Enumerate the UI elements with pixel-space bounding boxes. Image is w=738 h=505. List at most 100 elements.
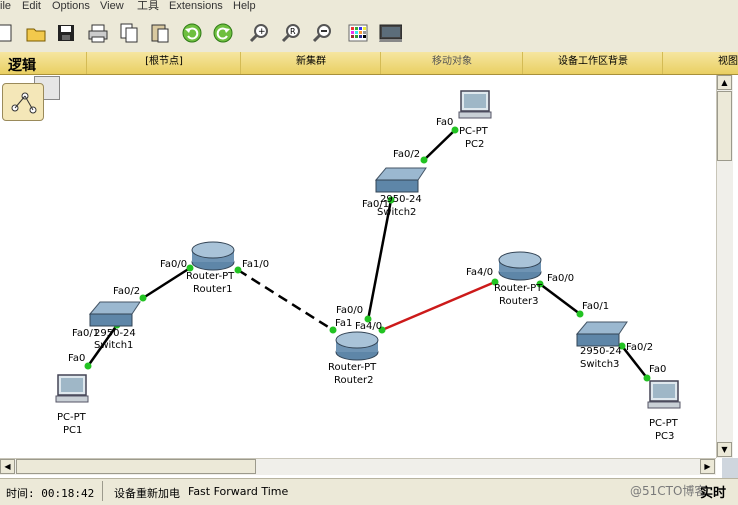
link-pc2-switch2	[423, 129, 456, 161]
link-router3-switch3	[539, 283, 581, 315]
open-icon[interactable]	[24, 21, 48, 45]
pc3-device[interactable]	[647, 380, 681, 409]
port-label: Fa0/2	[393, 149, 420, 160]
pc2-model-label: PC-PT	[459, 126, 489, 137]
port-label: Fa0/1	[582, 301, 609, 312]
router2-model-label: Router-PT	[328, 362, 377, 373]
port-dot	[420, 156, 428, 164]
scroll-left-icon[interactable]: ◀	[0, 459, 15, 474]
power-cycle-button[interactable]: 设备重新加电	[114, 487, 180, 500]
port-dot	[186, 264, 194, 272]
topology-canvas[interactable]: PC-PT PC2 2950-24 Switch2 Router-PT Rout…	[0, 75, 716, 458]
switch2-device[interactable]	[374, 167, 427, 193]
menu-view[interactable]: View	[100, 0, 124, 12]
link-switch3-pc3	[621, 345, 648, 379]
simulation-time: 时间: 00:18:42	[6, 487, 95, 500]
port-dot	[536, 280, 544, 288]
switch1-model-label: 2950-24	[94, 328, 136, 339]
menu-tools[interactable]: 工具	[137, 0, 159, 12]
port-label: Fa1	[335, 318, 352, 329]
router3-model-label: Router-PT	[494, 283, 543, 294]
horizontal-scrollbar[interactable]: ◀ ▶	[0, 458, 716, 475]
router2-name-label: Router2	[334, 375, 374, 386]
logical-tab[interactable]: 逻辑	[8, 58, 36, 74]
undo-icon[interactable]	[180, 21, 204, 45]
port-dot	[618, 342, 626, 350]
horizontal-scroll-thumb[interactable]	[16, 459, 256, 474]
router1-name-label: Router1	[193, 284, 233, 295]
switch3-model-label: 2950-24	[580, 346, 622, 357]
pc1-name-label: PC1	[63, 425, 82, 436]
menu-help[interactable]: Help	[233, 0, 256, 12]
palette-icon[interactable]	[346, 21, 370, 45]
new-cluster-button[interactable]: 新集群	[240, 52, 381, 74]
new-icon[interactable]	[0, 21, 16, 45]
port-dot	[451, 126, 459, 134]
port-dot	[378, 326, 386, 334]
root-node-button[interactable]: [根节点]	[86, 52, 241, 74]
cluster-navigation-icon[interactable]	[2, 83, 44, 121]
menu-file[interactable]: ile	[0, 0, 12, 12]
port-dot	[491, 278, 499, 286]
port-label: Fa0/2	[113, 286, 140, 297]
zoom-reset-icon[interactable]: R	[279, 21, 303, 45]
switch1-device[interactable]	[88, 301, 141, 327]
logical-workspace[interactable]: PC-PT PC2 2950-24 Switch2 Router-PT Rout…	[0, 75, 716, 458]
scroll-down-icon[interactable]: ▼	[717, 442, 732, 457]
switch2-model-label: 2950-24	[380, 194, 422, 205]
port-label: Fa0/1	[362, 199, 389, 210]
pc1-device[interactable]	[55, 374, 89, 403]
port-status-dots	[84, 126, 651, 382]
menu-bar: ile Edit Options View 工具 Extensions Help	[0, 0, 738, 14]
paste-icon[interactable]	[148, 21, 172, 45]
port-dot	[364, 315, 372, 323]
redo-icon[interactable]	[211, 21, 235, 45]
port-label: Fa0	[68, 353, 85, 364]
realtime-mode-label[interactable]: 实时	[700, 486, 727, 501]
logical-workspace-header: 逻辑 [根节点] 新集群 移动对象 设备工作区背景 视图	[0, 52, 738, 75]
vertical-scrollbar[interactable]: ▲ ▼	[716, 75, 733, 458]
save-icon[interactable]	[54, 21, 78, 45]
router1-device[interactable]	[191, 241, 235, 271]
link-switch2-router2	[366, 199, 393, 321]
pc2-name-label: PC2	[465, 139, 484, 150]
zoom-in-icon[interactable]: +	[247, 21, 271, 45]
menu-extensions[interactable]: Extensions	[169, 0, 223, 12]
port-label: Fa0	[436, 117, 453, 128]
pc2-device[interactable]	[458, 90, 492, 119]
link-router1-router2	[237, 268, 334, 332]
port-label: Fa0	[649, 364, 666, 375]
vertical-scroll-thumb[interactable]	[717, 91, 732, 161]
zoom-out-icon[interactable]	[310, 21, 334, 45]
status-bar: 时间: 00:18:42 设备重新加电 Fast Forward Time	[0, 478, 738, 505]
switch3-device[interactable]	[575, 321, 628, 347]
viewport-button[interactable]: 视图	[662, 52, 738, 74]
scroll-up-icon[interactable]: ▲	[717, 75, 732, 90]
router2-device[interactable]	[335, 331, 379, 361]
switch2-name-label: Switch2	[377, 207, 416, 218]
router1-model-label: Router-PT	[186, 271, 235, 282]
menu-options[interactable]: Options	[52, 0, 90, 12]
watermark-text: @51CTO博客	[630, 484, 707, 498]
port-dot	[387, 196, 395, 204]
svg-text:R: R	[290, 27, 296, 36]
print-icon[interactable]	[86, 21, 110, 45]
device-dialog-icon[interactable]	[378, 21, 402, 45]
port-label: Fa1/0	[242, 259, 269, 270]
link-router1-switch1	[142, 266, 191, 300]
move-object-button[interactable]: 移动对象	[380, 52, 523, 74]
menu-edit[interactable]: Edit	[22, 0, 41, 12]
svg-text:+: +	[258, 27, 266, 37]
copy-icon[interactable]	[117, 21, 141, 45]
port-dot	[643, 374, 651, 382]
set-background-button[interactable]: 设备工作区背景	[522, 52, 663, 74]
link-router2-router3	[381, 280, 496, 332]
port-dot	[234, 266, 242, 274]
scroll-right-icon[interactable]: ▶	[700, 459, 715, 474]
port-dot	[139, 294, 147, 302]
realtime-mode-icon[interactable]	[722, 458, 738, 478]
pc1-model-label: PC-PT	[57, 412, 87, 423]
fast-forward-button[interactable]: Fast Forward Time	[188, 485, 289, 498]
router3-name-label: Router3	[499, 296, 539, 307]
router3-device[interactable]	[498, 251, 542, 281]
